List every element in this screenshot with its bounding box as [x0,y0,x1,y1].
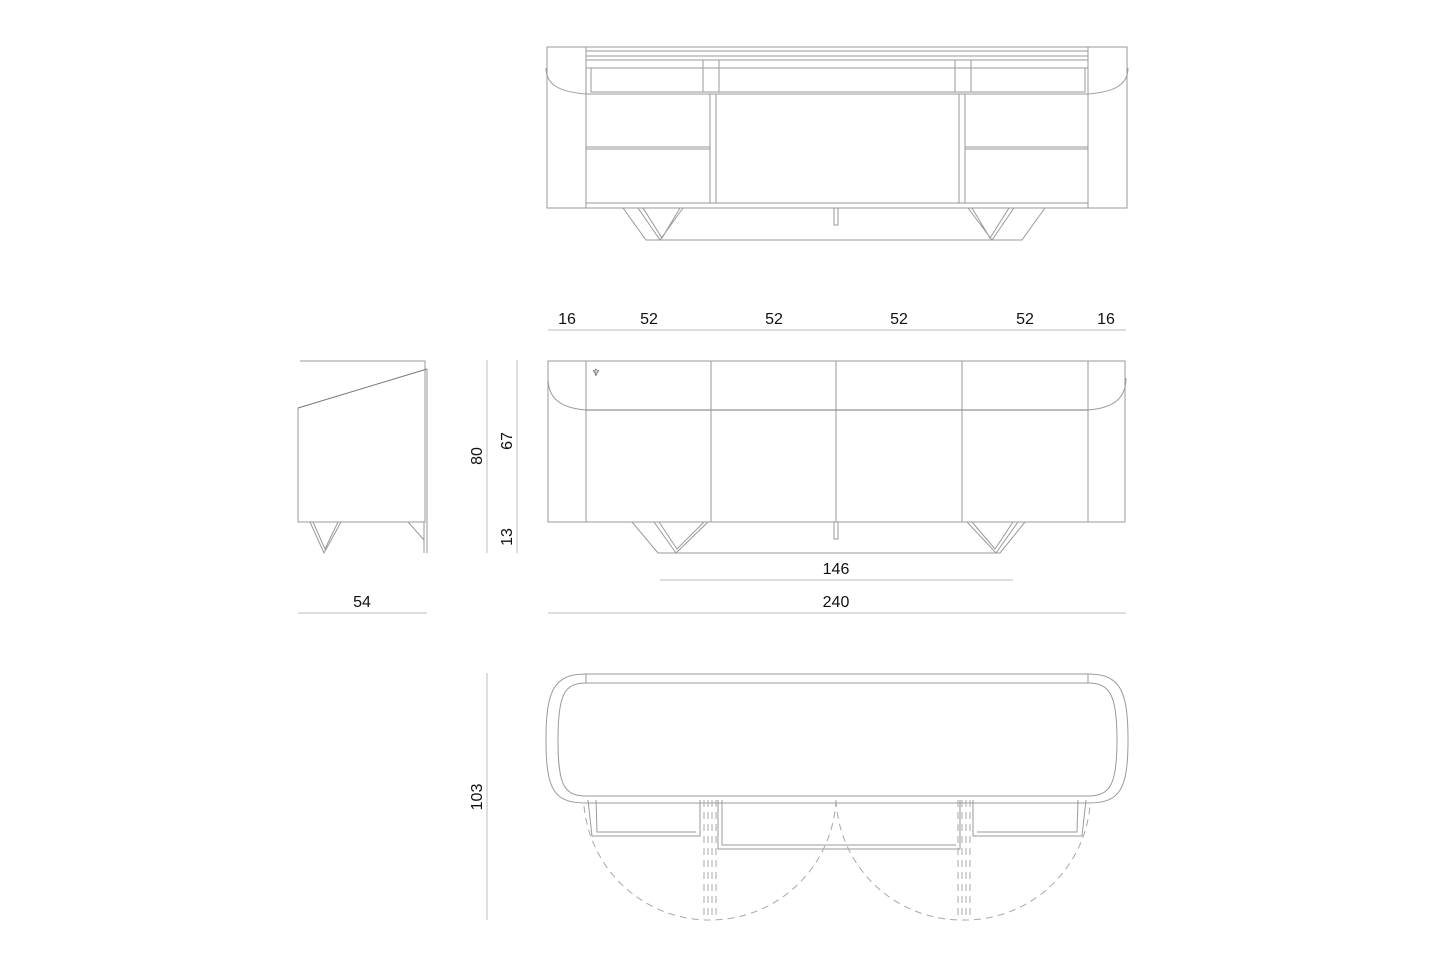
dim-door-3: 52 [890,311,908,328]
dim-open-depth: 103 [469,784,486,811]
dim-total-width: 240 [823,594,850,611]
dim-door-1: 52 [640,311,658,328]
dim-leg-span: 146 [823,561,850,578]
dim-side-right: 16 [1097,311,1115,328]
height-dimensions: 80 67 13 [469,360,518,553]
dim-depth: 54 [353,594,371,611]
view-side: 54 [297,360,428,614]
dim-total-height: 80 [469,447,486,465]
door-hinge-lines [703,800,971,920]
view-front: ♆ 146 240 [547,360,1127,614]
dim-side-left: 16 [558,311,576,328]
view-plan: 103 [469,673,1129,921]
view-top-elevation [545,46,1129,241]
brand-logo-icon: ♆ [592,368,601,379]
dim-leg-height: 13 [499,528,516,546]
width-dimensions: 16 52 52 52 52 16 [548,311,1126,331]
dim-body-height: 67 [499,432,516,450]
dim-door-4: 52 [1016,311,1034,328]
dim-door-2: 52 [765,311,783,328]
